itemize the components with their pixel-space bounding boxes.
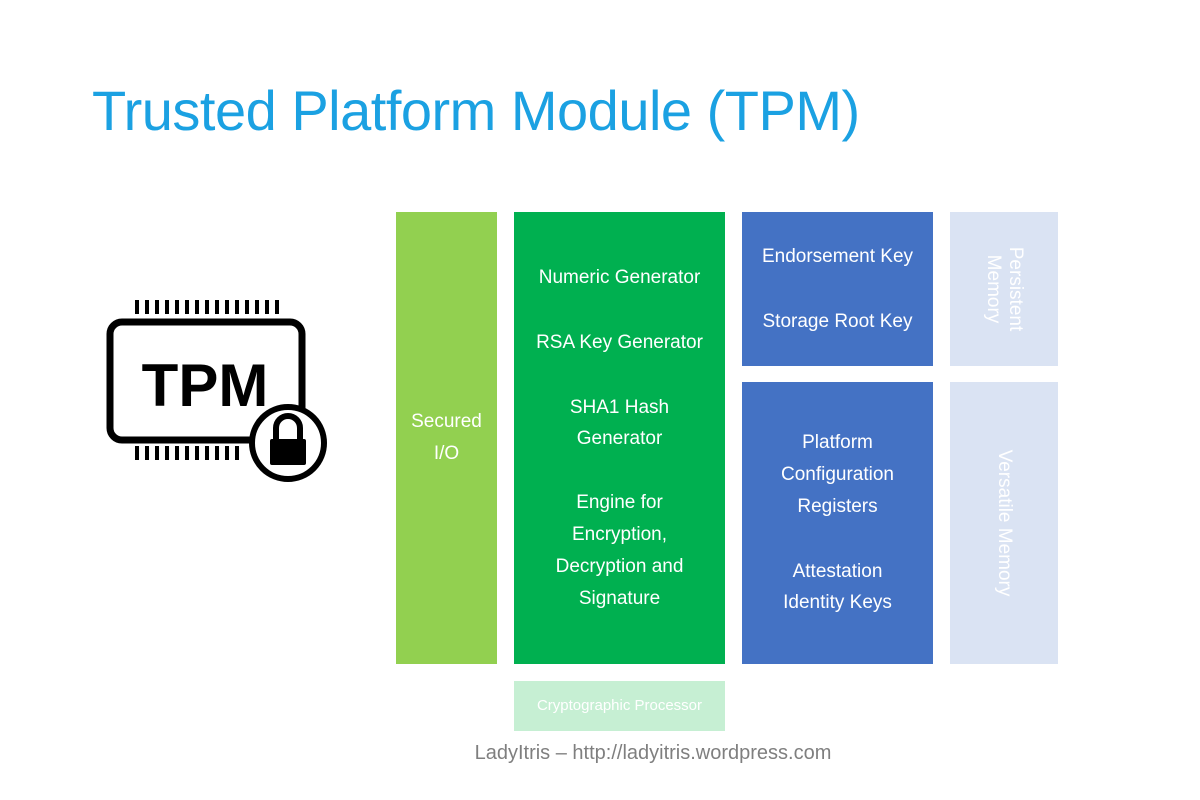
- persistent-memory-label: Persistent Memory: [982, 247, 1026, 331]
- generator-item-sha1-line1: SHA1 Hash: [569, 397, 670, 418]
- persistent-memory-label-line1: Persistent: [1005, 246, 1026, 332]
- tpm-chip-label: TPM: [142, 352, 269, 419]
- storage-root-key-label: Storage Root Key: [762, 311, 913, 332]
- versatile-keys-block: Platform Configuration Registers Attesta…: [742, 382, 933, 664]
- generator-item-sha1-line2: Generator: [576, 428, 663, 449]
- crypto-generators-block: Numeric Generator RSA Key Generator SHA1…: [514, 212, 725, 664]
- footer-credit: LadyItris – http://ladyitris.wordpress.c…: [474, 742, 832, 764]
- pcr-label-line2: Configuration: [780, 464, 895, 485]
- generator-item-numeric: Numeric Generator: [538, 267, 701, 288]
- generator-item-engine-line1: Engine for: [576, 492, 663, 513]
- cryptographic-processor-label: Cryptographic Processor: [514, 681, 725, 731]
- generator-item-engine-line4: Signature: [578, 588, 661, 609]
- secured-io-label-line1: Secured: [411, 411, 482, 432]
- page-title: Trusted Platform Module (TPM): [92, 79, 860, 142]
- generator-item-engine-line3: Decryption and: [555, 556, 684, 577]
- persistent-memory-label-line2: Memory: [983, 254, 1004, 324]
- generator-item-rsa: RSA Key Generator: [536, 332, 703, 353]
- versatile-memory-label: Versatile Memory: [994, 449, 1015, 597]
- aik-label-line1: Attestation: [792, 561, 883, 582]
- aik-label-line2: Identity Keys: [783, 592, 892, 613]
- tpm-chip-lock-icon: TPM: [105, 300, 330, 490]
- endorsement-key-label: Endorsement Key: [761, 246, 914, 267]
- secured-io-label-line2: I/O: [433, 443, 460, 464]
- persistent-memory-block: Persistent Memory: [950, 212, 1058, 366]
- versatile-memory-block: Versatile Memory: [950, 382, 1058, 664]
- pcr-label-line3: Registers: [797, 496, 878, 517]
- generator-item-engine-line2: Encryption,: [571, 524, 668, 545]
- persistent-keys-block: Endorsement Key Storage Root Key: [742, 212, 933, 366]
- pcr-label-line1: Platform: [802, 432, 873, 453]
- secured-io-block: Secured I/O: [396, 212, 497, 664]
